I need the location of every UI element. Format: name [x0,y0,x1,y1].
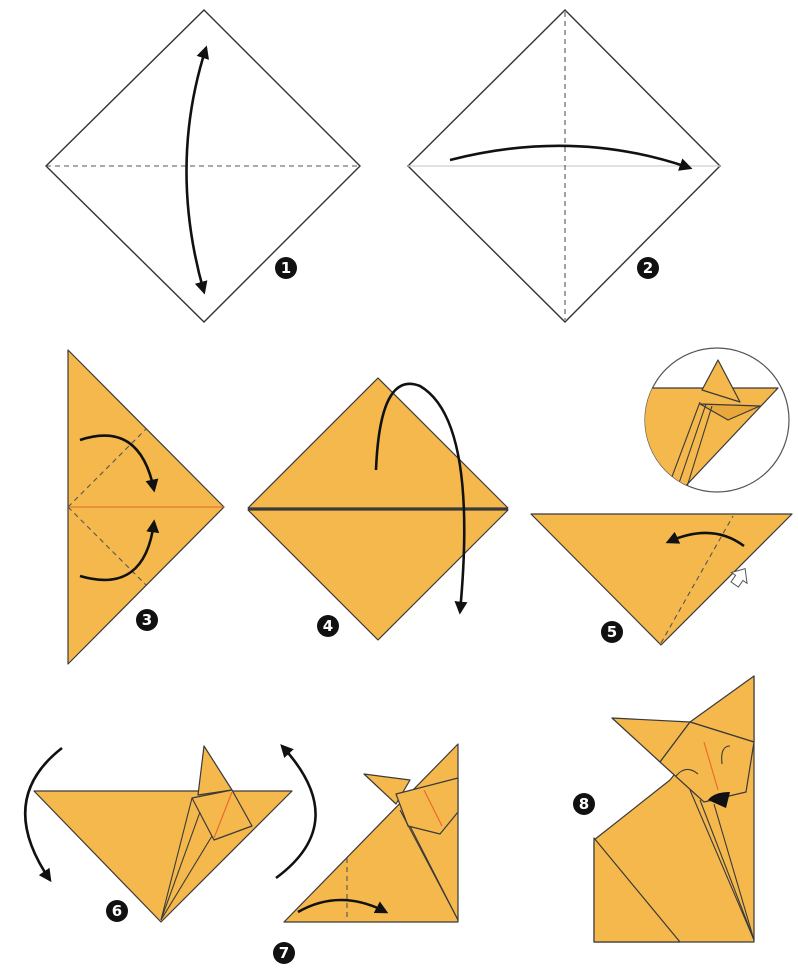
step-3-number-badge: 3 [136,609,158,631]
step-4-lower-half [248,510,508,640]
step-1: 1 [46,10,360,322]
step-4-number-badge: 4 [317,615,339,637]
step-6-number: 6 [112,902,122,920]
step-7-number-badge: 7 [273,942,295,964]
step-5-zoom-detail [640,348,789,492]
step-2-number: 2 [643,259,653,277]
step-6-ear [198,746,232,795]
step-6-right-rotate-arrow-icon [276,746,316,878]
step-5-triangle [531,514,792,645]
step-5-number: 5 [607,623,617,641]
step-1-number: 1 [281,259,291,277]
step-2: 2 [408,10,720,322]
step-1-number-badge: 1 [275,257,297,279]
step-3: 3 [68,350,224,664]
step-6-triangle [34,791,292,922]
step-4-number: 4 [323,617,333,635]
step-5: 5 [531,348,792,645]
step-6: 6 [25,746,315,922]
step-7-number: 7 [279,944,289,962]
step-4: 4 [248,378,508,640]
step-5-number-badge: 5 [601,621,623,643]
step-6-number-badge: 6 [106,900,128,922]
step-8-number: 8 [579,795,589,813]
step-7-body [284,744,458,922]
step-2-number-badge: 2 [637,257,659,279]
step-8: 8 [573,676,754,942]
step-3-number: 3 [142,611,152,629]
step-8-number-badge: 8 [573,793,595,815]
